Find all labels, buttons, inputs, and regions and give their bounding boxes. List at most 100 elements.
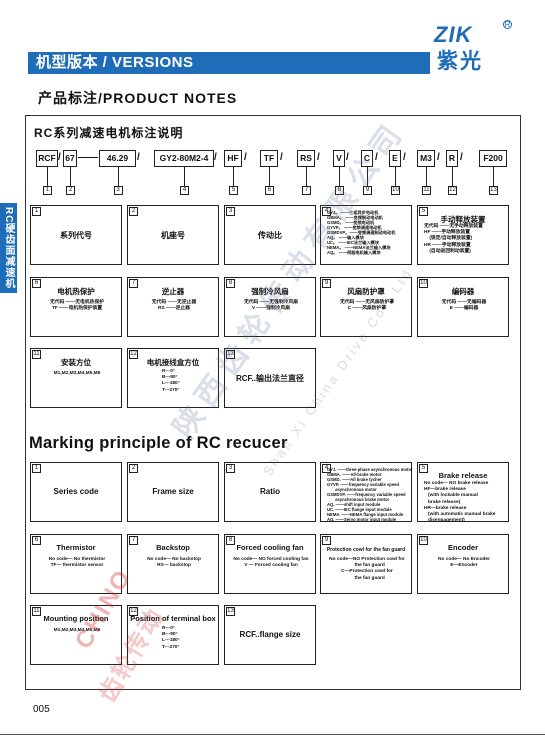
cell-number: 7 — [129, 279, 138, 288]
code-number-4: 4 — [180, 186, 189, 195]
cell-body-line: (自动返回制动装置) — [424, 248, 471, 254]
cell-body-line: E—Encoder — [450, 563, 478, 569]
code-box-5: HF — [224, 150, 242, 167]
cell-number: 3 — [226, 207, 235, 216]
cell-body-line: AQ。 ——伺服电机输入模块 — [327, 250, 381, 255]
cell-title: 逆止器 — [161, 287, 185, 296]
cell-body: M1,M2,M3,M4,M5,M6 — [37, 371, 117, 377]
page-title: 机型版本 / VERSIONS — [36, 54, 194, 71]
cell-body-line: brake release) — [424, 499, 461, 505]
cell-body-line: L---180° — [162, 638, 180, 644]
product-notes-heading: 产品标注/PRODUCT NOTES — [38, 90, 238, 106]
code-separator: —— — [78, 152, 98, 163]
cell-body-line: (with automatic manual brake — [424, 512, 496, 518]
code-number-6: 6 — [265, 186, 274, 195]
code-separator: / — [58, 152, 61, 163]
cell-number: 4 — [322, 207, 331, 216]
cell-body-line: M1,M2,M3,M4,M5,M6 — [53, 371, 101, 376]
cn-section-title: RC系列减速电机标注说明 — [34, 126, 184, 140]
code-connector — [269, 167, 270, 186]
code-connector — [70, 167, 71, 186]
code-number-13: 13 — [489, 186, 498, 195]
cell-title: 安装方位 — [61, 358, 91, 367]
cell-title: 电机接线盒方位 — [146, 358, 200, 367]
cell-title: Frame size — [152, 487, 194, 496]
cell-title: 传动比 — [258, 231, 282, 240]
cell-body-line: GYJ。 ——三相异步电动机 — [327, 210, 379, 215]
cell-body-line: No code— No backstop — [147, 557, 201, 562]
code-separator: / — [137, 152, 140, 163]
code-connector — [339, 167, 340, 186]
cell-body-line: E ——编码器 — [449, 306, 479, 312]
code-separator: / — [437, 152, 440, 163]
cell-number: 11 — [32, 350, 41, 359]
cn-cell-3: 3 传动比 — [224, 205, 316, 265]
code-number-1: 1 — [43, 186, 52, 195]
cell-body: R---0°B---90°L---180°T---270° — [162, 369, 214, 394]
cell-title: RCF..输出法兰直径 — [236, 374, 304, 383]
code-separator: / — [280, 152, 283, 163]
cell-number: 9 — [322, 536, 331, 545]
cell-number: 1 — [32, 207, 41, 216]
cell-body-line: HR—brake release — [424, 505, 467, 511]
code-connector — [233, 167, 234, 186]
page-number: 005 — [33, 704, 50, 715]
code-box-12: R — [446, 150, 458, 167]
cell-body-line: AQ。 ——输入模块 — [327, 235, 364, 240]
cell-title: 强制冷风扇 — [251, 287, 289, 296]
cell-number: 11 — [32, 607, 41, 616]
cell-number: 8 — [226, 279, 235, 288]
content-frame — [25, 115, 521, 690]
cell-title: Thermistor — [56, 543, 96, 552]
cell-body-line: No code—NO Protection cowl for — [329, 557, 405, 562]
cell-body-line: No code— No Encoder — [438, 557, 490, 562]
cell-body-line: NEMA. ——NEMA flange input module — [327, 512, 404, 517]
cell-body-line: asynchronous motor — [327, 487, 377, 492]
cell-body-line: GSMD。 ——变频电动机 — [327, 220, 375, 225]
code-number-3: 3 — [113, 186, 123, 195]
cell-body-line: 无代码 ——无电机热保护 — [49, 300, 105, 305]
cell-body-line: B---90° — [162, 632, 178, 638]
code-connector — [452, 167, 453, 186]
cell-body-line: R---0° — [162, 626, 175, 631]
logo-mark: ZIK — [434, 22, 473, 47]
cell-number: 5 — [419, 207, 428, 216]
code-separator: / — [244, 152, 247, 163]
cell-number: 4 — [322, 464, 331, 473]
cell-title: 风扇防护罩 — [347, 287, 385, 296]
cell-body-line: GBMA. ——All-brake motor — [327, 472, 382, 477]
cell-title: 编码器 — [451, 287, 475, 296]
cell-title: 手动释放装置 — [440, 215, 486, 224]
code-number-5: 5 — [229, 186, 238, 195]
cell-body-line: No code— NO forced cooling fan — [233, 557, 309, 562]
cell-body-line: HF—brake release — [424, 487, 466, 493]
cell-title: 电机热保护 — [57, 287, 95, 296]
cell-body-line: GSMDVP。——变频调速制动电动机 — [327, 230, 396, 235]
cell-body-line: V ——强制冷风扇 — [251, 306, 291, 312]
code-connector — [426, 167, 427, 186]
cell-body-line: GSMDVP. ——frequency variable speed — [327, 492, 406, 497]
code-separator: / — [403, 152, 406, 163]
cell-number: 2 — [129, 464, 138, 473]
cell-body-line: HR ——手动释放装置 — [424, 242, 471, 248]
cell-number: 2 — [129, 207, 138, 216]
cell-number: 8 — [226, 536, 235, 545]
code-number-12: 12 — [448, 186, 457, 195]
cell-body-line: the fan guard — [349, 563, 385, 569]
code-separator: / — [346, 152, 349, 163]
